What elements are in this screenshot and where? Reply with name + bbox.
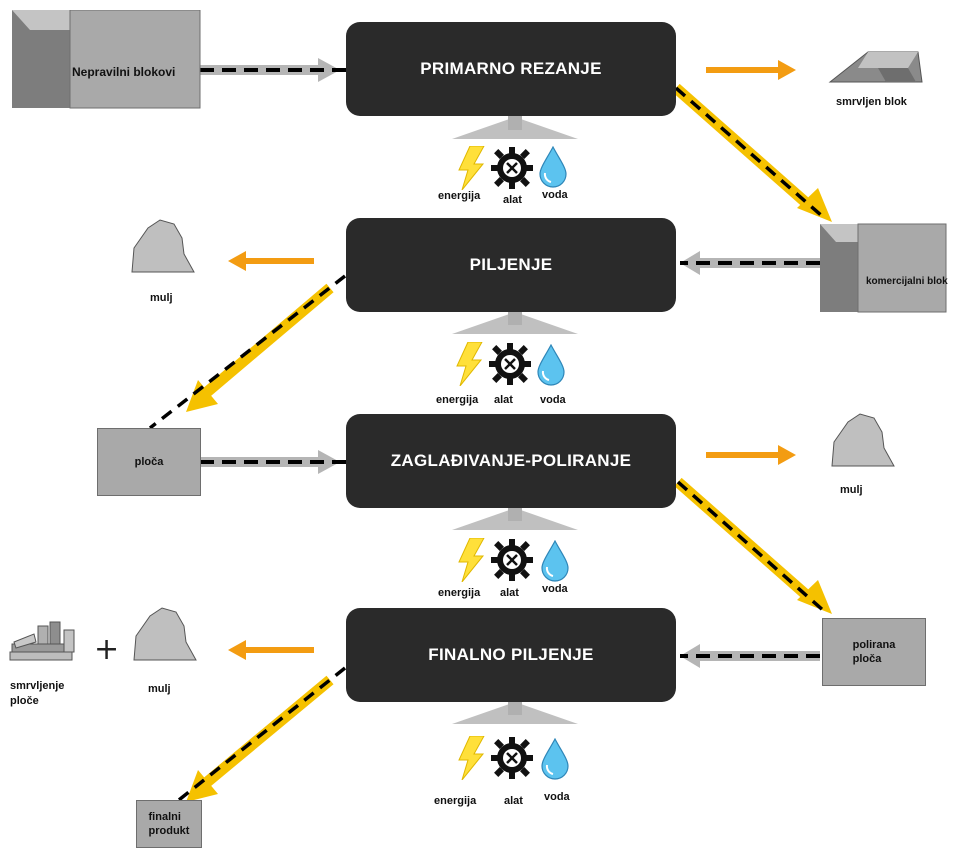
- lightning-icon: [458, 146, 485, 190]
- stage-smoothing-polishing: ZAGLAĐIVANJE-POLIRANJE: [346, 414, 676, 508]
- stage-primary-cutting: PRIMARNO REZANJE: [346, 22, 676, 116]
- stage-label: PILJENJE: [469, 255, 553, 274]
- input-tool-label: alat: [500, 587, 519, 599]
- irregular-blocks-label: Nepravilni blokovi: [72, 65, 176, 79]
- gear-tools-icon: [491, 539, 533, 581]
- input-energy-label: energija: [434, 795, 477, 807]
- input-fan-stage-3: [452, 507, 578, 530]
- water-drop-icon: [541, 540, 569, 582]
- input-fan-stage-2: [452, 311, 578, 334]
- stage-label: FINALNO PILJENJE: [428, 645, 594, 664]
- flow-arrow-final-to-product: [158, 666, 347, 817]
- input-energy-label: energija: [436, 394, 479, 406]
- final-product-box: finalni produkt: [136, 800, 202, 848]
- input-water-label: voda: [540, 394, 566, 406]
- crushed-block-label: smrvljen blok: [836, 96, 907, 108]
- sludge-label: mulj: [840, 484, 863, 496]
- commercial-block-label: komercijalni blok: [866, 276, 948, 287]
- flow-arrow-polishing-to-polished-slab: [674, 477, 832, 614]
- stage-final-sawing: FINALNO PILJENJE: [346, 608, 676, 702]
- polished-slab-label-line2: ploča: [852, 653, 882, 665]
- polished-slab-box: polirana ploča: [822, 618, 926, 686]
- water-drop-icon: [539, 146, 567, 188]
- sludge-pile-icon: [131, 219, 195, 273]
- final-product-label-line1: finalni: [148, 811, 181, 823]
- input-energy-label: energija: [438, 190, 481, 202]
- stage-label: ZAGLAĐIVANJE-POLIRANJE: [390, 451, 632, 470]
- gear-tools-icon: [491, 737, 533, 779]
- slab-label: ploča: [134, 456, 164, 468]
- crushed-slabs-icon: [9, 621, 75, 661]
- flow-arrow-slab-to-polishing: [200, 450, 348, 474]
- sludge-label: mulj: [150, 292, 173, 304]
- waste-arrow-polishing-to-sludge: [706, 445, 796, 465]
- commercial-block-cube: [820, 223, 947, 313]
- input-tool-label: alat: [503, 194, 522, 206]
- crushed-slabs-label-line1: smrvljenje: [10, 680, 65, 692]
- plus-sign: +: [94, 632, 120, 667]
- input-water-label: voda: [542, 583, 568, 595]
- waste-arrow-final-to-sludge: [228, 640, 314, 660]
- lightning-icon: [458, 538, 485, 582]
- waste-arrow-primary-to-crushed-block: [706, 60, 796, 80]
- stage-sawing: PILJENJE: [346, 218, 676, 312]
- crushed-block-icon: [828, 51, 923, 83]
- waste-arrow-sawing-to-sludge: [228, 251, 314, 271]
- input-fan-stage-4: [452, 701, 578, 724]
- lightning-icon: [456, 342, 483, 386]
- sludge-pile-icon: [133, 607, 197, 661]
- crushed-slabs-label-line2: ploče: [10, 695, 39, 707]
- final-product-label-line2: produkt: [148, 825, 190, 837]
- flow-arrow-sawing-to-slab: [148, 274, 347, 430]
- input-energy-label: energija: [438, 587, 481, 599]
- gear-tools-icon: [491, 147, 533, 189]
- lightning-icon: [458, 736, 485, 780]
- flow-arrow-primary-to-commercial-block: [672, 83, 832, 222]
- input-fan-stage-1: [452, 116, 578, 139]
- input-water-label: voda: [542, 189, 568, 201]
- slab-box: ploča: [97, 428, 201, 496]
- irregular-blocks-cube: [12, 10, 201, 109]
- water-drop-icon: [541, 738, 569, 780]
- input-water-label: voda: [544, 791, 570, 803]
- input-tool-label: alat: [494, 394, 513, 406]
- polished-slab-label-line1: polirana: [852, 639, 896, 651]
- flow-arrow-polished-slab-to-final-sawing: [680, 644, 820, 668]
- gear-tools-icon: [489, 343, 531, 385]
- sludge-pile-icon: [831, 413, 895, 467]
- sludge-label: mulj: [148, 683, 171, 695]
- water-drop-icon: [537, 344, 565, 386]
- flow-arrow-blocks-to-primary: [200, 58, 348, 82]
- input-tool-label: alat: [504, 795, 523, 807]
- stage-label: PRIMARNO REZANJE: [420, 59, 602, 78]
- flow-arrow-commercial-to-sawing: [680, 251, 820, 275]
